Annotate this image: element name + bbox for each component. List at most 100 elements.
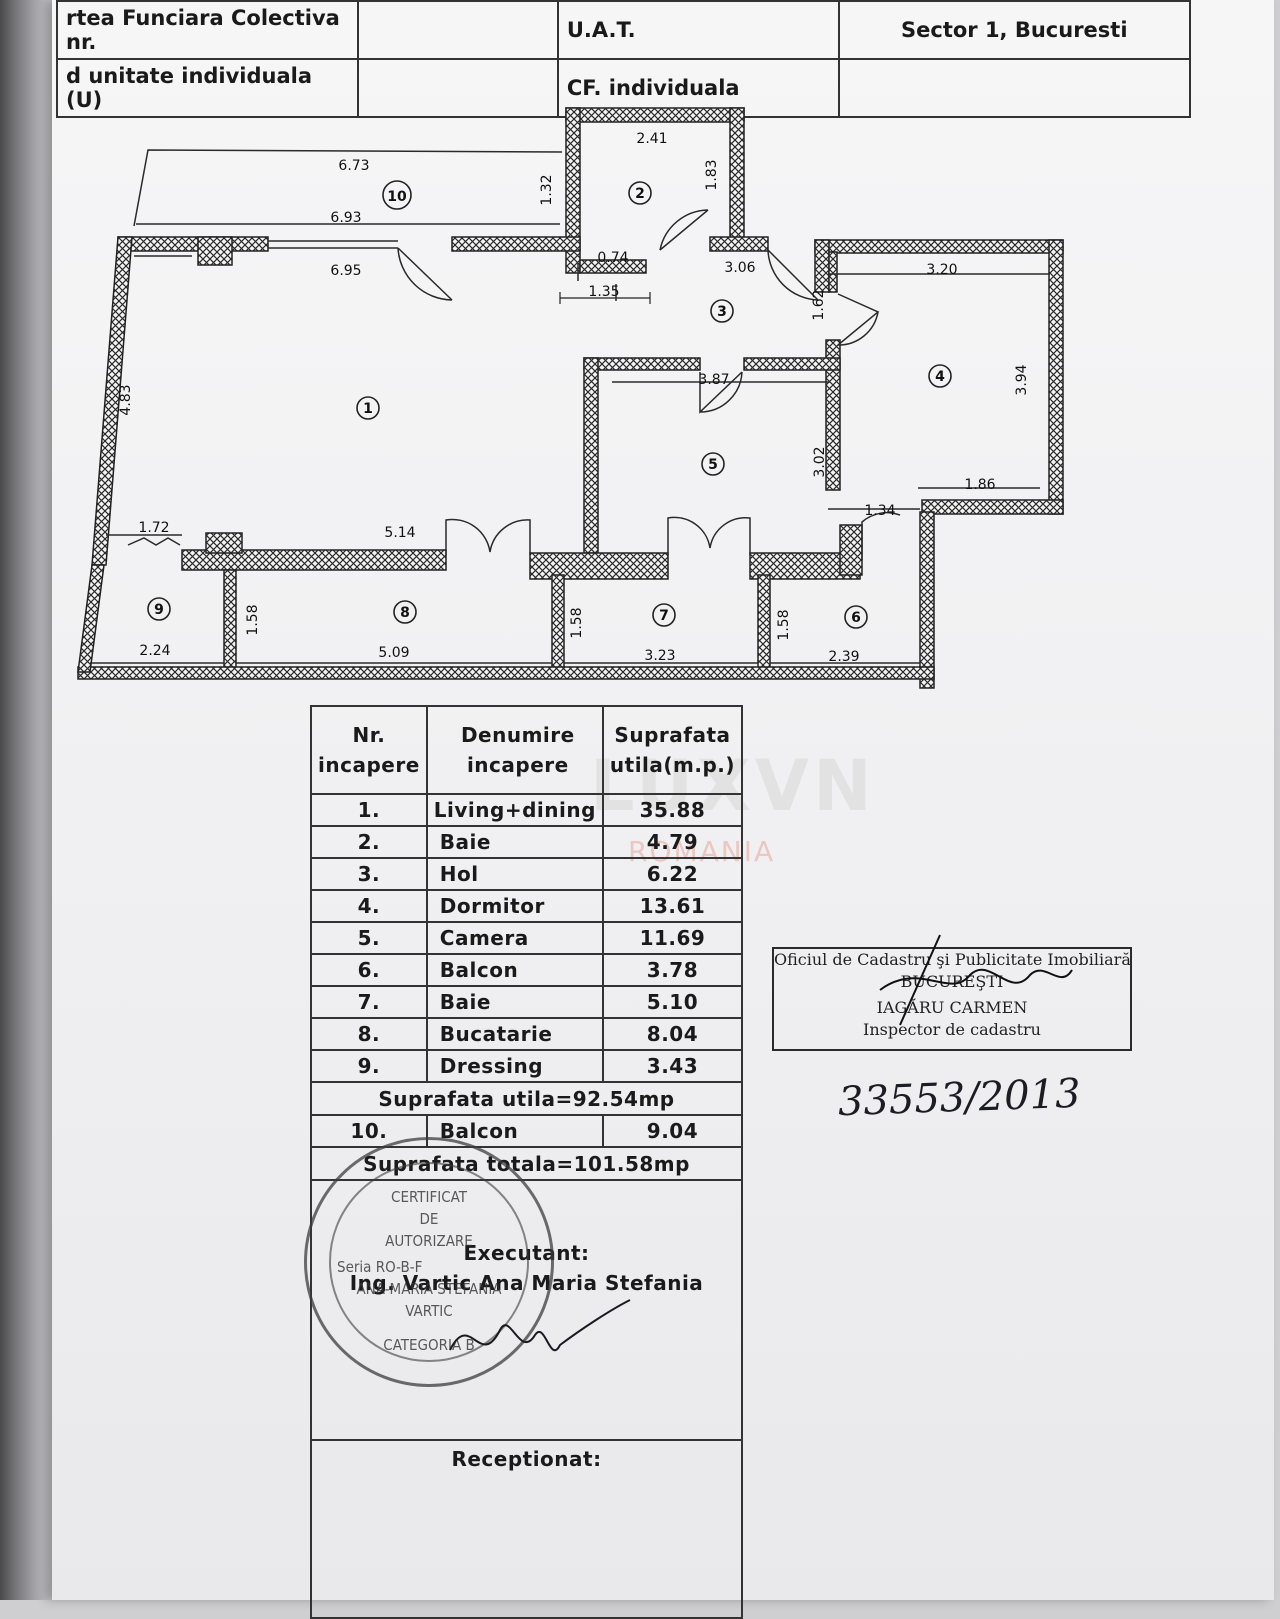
- seal-text: VARTIC: [405, 1302, 453, 1320]
- seal-text: AUTORIZARE: [385, 1232, 473, 1250]
- room-number-8: 8: [400, 605, 410, 621]
- dim-label: 1.72: [138, 520, 169, 536]
- row-name: Balcon: [425, 953, 604, 987]
- dim-label: 5.09: [378, 645, 409, 661]
- dim-label: 3.87: [698, 372, 729, 388]
- seal-text: CERTIFICAT: [391, 1188, 467, 1206]
- registration-number: 33553/2013: [837, 1070, 1082, 1126]
- col-header-nr-line2: incapere: [318, 753, 420, 777]
- useful-total-row: Suprafata utila=92.54mp: [309, 1081, 744, 1116]
- stamp-line: IAGĂRU CARMEN: [876, 998, 1028, 1017]
- col-header-name-line1: Denumire: [460, 723, 575, 747]
- receptionat-label: Receptionat:: [309, 1439, 744, 1619]
- room-number-3: 3: [717, 304, 727, 320]
- plan-outlines: [90, 149, 1050, 664]
- header-table: rtea Funciara Colectiva nr. U.A.T. Secto…: [56, 0, 1192, 118]
- header-cf-collective-value: [356, 0, 559, 60]
- dim-label: 1.34: [864, 503, 895, 519]
- header-cf-collective: rtea Funciara Colectiva nr.: [56, 0, 359, 60]
- room-number-10: 10: [387, 189, 407, 205]
- dim-label: 6.95: [330, 263, 361, 279]
- seal-text: DE: [419, 1210, 439, 1228]
- seal-text: CATEGORIA B: [383, 1336, 475, 1354]
- dim-label: 1.58: [776, 609, 792, 640]
- row-name: Balcon: [425, 1114, 604, 1148]
- row-name: Hol: [425, 857, 604, 891]
- room-number-circles: [147, 180, 952, 629]
- row-name: Living+dining: [425, 793, 604, 827]
- row-nr: 5.: [310, 921, 428, 955]
- col-header-nr-line1: Nr.: [352, 723, 386, 747]
- col-header-name-line2: incapere: [466, 753, 569, 777]
- row-nr: 1.: [310, 793, 428, 827]
- row-nr: 4.: [310, 889, 428, 923]
- stamp-line: Inspector de cadastru: [863, 1020, 1041, 1039]
- room-number-1: 1: [363, 401, 373, 417]
- floor-plan: 1 2 3 4 5 6 7 8 9 10 6.73 6.93 1.32 2.41…: [77, 107, 1064, 689]
- seal-text: Seria RO-B-F: [337, 1258, 423, 1276]
- row-nr: 7.: [310, 985, 428, 1019]
- row-area: 11.69: [601, 921, 744, 955]
- row-area: 3.78: [601, 953, 744, 987]
- room-number-4: 4: [935, 369, 945, 385]
- stamp-line: BUCUREŞTI: [900, 972, 1004, 991]
- row-area: 6.22: [601, 857, 744, 891]
- row-area: 35.88: [601, 793, 744, 827]
- useful-total: Suprafata utila=92.54mp: [309, 1081, 744, 1116]
- dim-label: 4.83: [118, 384, 134, 415]
- dim-label: 5.14: [384, 525, 415, 541]
- room-number-9: 9: [154, 602, 164, 618]
- dim-label: 2.39: [828, 649, 859, 665]
- room-number-7: 7: [659, 608, 669, 624]
- dim-label: 6.73: [338, 158, 369, 174]
- dimension-marks: [559, 292, 651, 304]
- dim-label: 3.06: [724, 260, 755, 276]
- dim-label: 1.86: [964, 477, 995, 493]
- row-nr: 3.: [310, 857, 428, 891]
- room-number-6: 6: [851, 610, 861, 626]
- dim-label: 2.41: [636, 131, 667, 147]
- row-area: 8.04: [601, 1017, 744, 1051]
- row-nr: 9.: [310, 1049, 428, 1083]
- row-name: Bucatarie: [425, 1017, 604, 1051]
- room-number-2: 2: [635, 186, 645, 202]
- row-nr: 2.: [310, 825, 428, 859]
- dim-label: 3.02: [812, 446, 828, 477]
- authorization-seal: CERTIFICAT DE AUTORIZARE Seria RO-B-F AN…: [304, 1137, 554, 1387]
- row-area: 13.61: [601, 889, 744, 923]
- header-cf-individual-value: [837, 58, 1192, 118]
- row-area: 9.04: [601, 1114, 744, 1148]
- header-unit-value: [356, 58, 559, 118]
- inspector-signature: [879, 934, 1073, 1026]
- dim-label: 1.32: [539, 174, 555, 205]
- dim-label: 0.74: [597, 250, 628, 266]
- room-number-5: 5: [708, 457, 718, 473]
- dim-label: 6.93: [330, 210, 361, 226]
- header-unit-label: d unitate individuala (U): [56, 58, 359, 118]
- dim-label: 1.35: [588, 284, 619, 300]
- col-header-area-line2: utila(m.p.): [609, 753, 736, 777]
- dimension-labels: 6.73 6.93 1.32 2.41 1.83 0.74 6.95 1.35 …: [118, 131, 1030, 665]
- col-header-nr: Nr. incapere: [310, 705, 428, 795]
- dim-label: 1.83: [704, 159, 720, 190]
- receptionat-row: Receptionat:: [309, 1439, 744, 1619]
- dim-label: 1.58: [245, 604, 261, 635]
- row-name: Dormitor: [425, 889, 604, 923]
- dim-label: 1.62: [811, 289, 827, 320]
- row-nr: 8.: [310, 1017, 428, 1051]
- row-name: Baie: [425, 985, 604, 1019]
- row-area: 4.79: [601, 825, 744, 859]
- seal-inner-ring: [329, 1162, 529, 1362]
